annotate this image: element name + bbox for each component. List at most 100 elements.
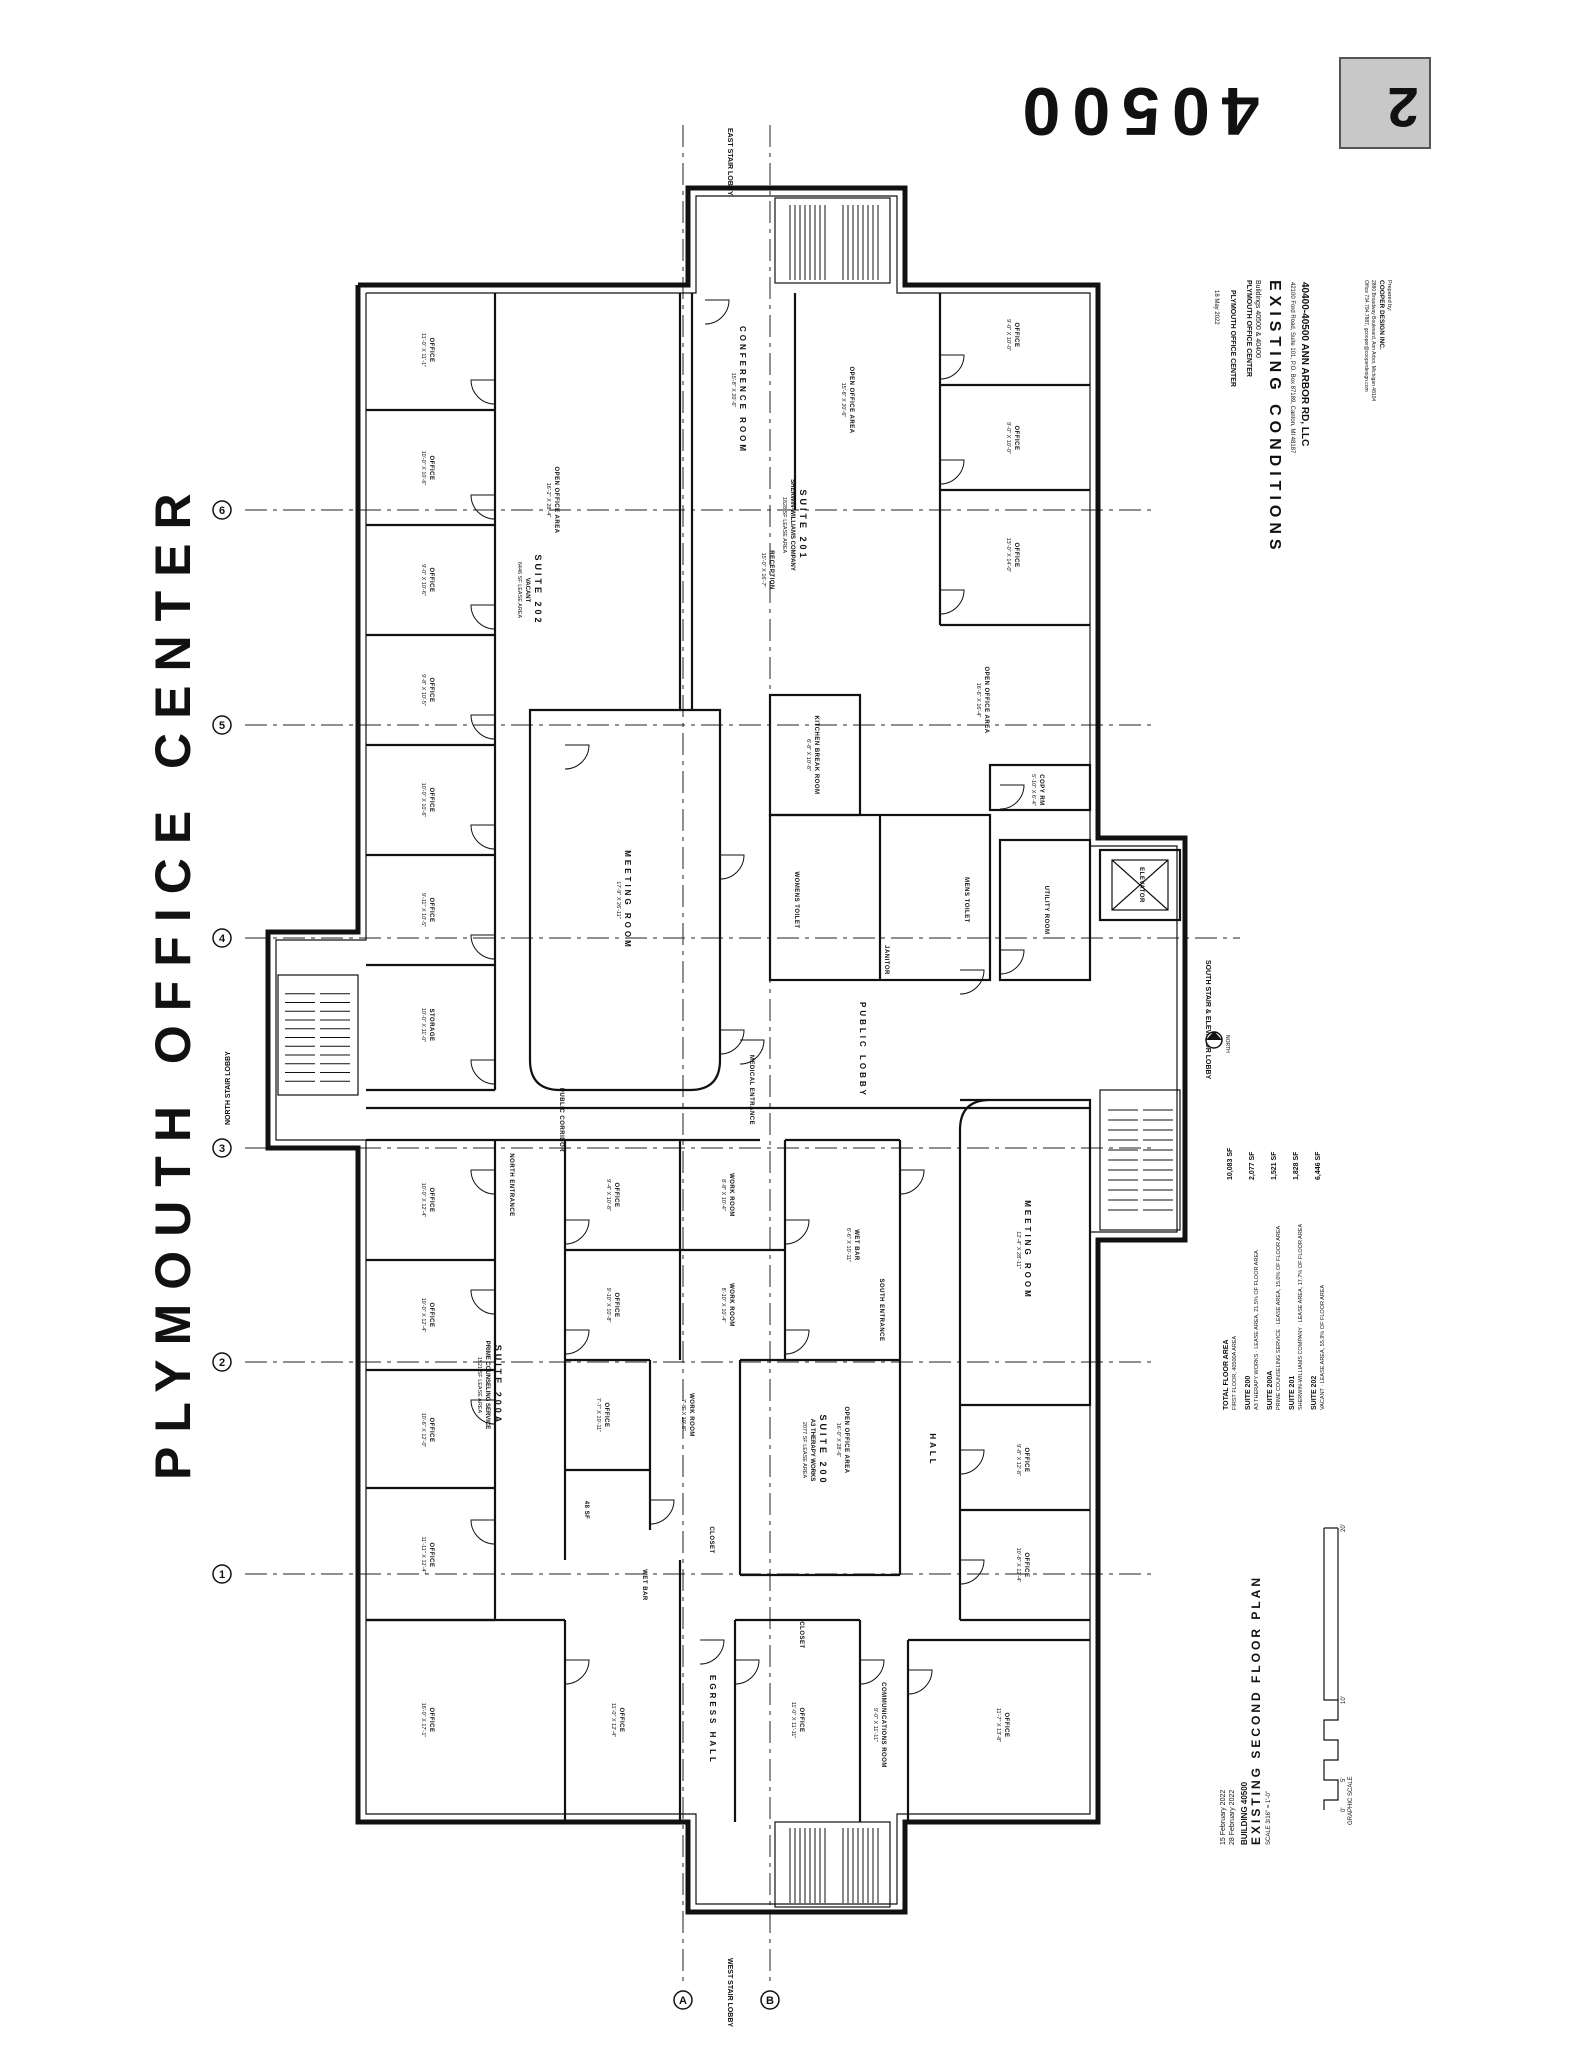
svg-text:A: A — [679, 1995, 687, 2007]
room-dimensions: 9'-8" X 12'-8" — [1015, 1444, 1021, 1476]
room-dimensions: 11'-0" X 12'-4" — [610, 1703, 616, 1737]
room-label: 48 SF — [583, 1501, 589, 1520]
area-summary-label: TOTAL FLOOR AREA — [1223, 1339, 1230, 1410]
door-swing — [939, 354, 965, 380]
door-swing — [704, 299, 730, 325]
area-summary-detail: SHERWIN-WILLIAMS COMPANY · LEASE AREA, 1… — [1298, 1224, 1304, 1410]
door-swing — [959, 1559, 985, 1585]
room-dimensions: 5'-10" X 6'-4" — [1030, 774, 1036, 806]
area-summary-detail: FIRST FLOOR, 40500A AREA — [1232, 1335, 1238, 1410]
room-name: OPEN OFFICE AREA — [848, 366, 854, 433]
room-name: OPEN OFFICE AREA — [983, 666, 989, 733]
door-swing — [999, 949, 1025, 975]
suite-tenant: A3 THERAPY WORKS — [809, 1419, 815, 1482]
room-dimensions: 13'-0" X 14'-0" — [1005, 538, 1011, 573]
door-swing — [939, 459, 965, 485]
room-dimensions: 16'-2" X 28'-4" — [545, 483, 551, 518]
room-label: COPY RM5'-10" X 6'-4" — [1030, 774, 1044, 806]
interior-walls — [366, 293, 1092, 1822]
graphic-scale: GRAPHIC SCALE 0' 5' 10' 20' — [1323, 1524, 1354, 1825]
room-label: UTILITY ROOM — [1043, 886, 1049, 935]
room-dimensions: 9'-0" X 10'-0" — [1005, 319, 1011, 351]
room-dimensions: 9'-0" X 11'-11" — [872, 1708, 878, 1742]
room-name: OFFICE — [1013, 426, 1019, 451]
room-name: MENS TOILET — [963, 877, 969, 923]
svg-text:42100 Ford Road, Suite 101, P.: 42100 Ford Road, Suite 101, P.O. Box 871… — [1289, 282, 1295, 454]
room-name: OFFICE — [428, 678, 434, 703]
room-dimensions: 16'-0" X 17'-1" — [420, 1703, 426, 1738]
title-block-main: PLYMOUTH OFFICE CENTER Buildings 40500 &… — [1245, 280, 1261, 377]
room-dimensions: 6'-6" X 10'-11" — [845, 1228, 851, 1262]
svg-text:COOPER DESIGN INC.: COOPER DESIGN INC. — [1378, 280, 1385, 350]
room-name: WORK ROOM — [688, 1393, 694, 1437]
suite-area: 1521 SF LEASE AREA — [476, 1357, 482, 1414]
room-dimensions: 10'-0" X 12'-4" — [420, 1183, 426, 1218]
area-summary-value: 6,446 SF — [1315, 1151, 1322, 1180]
room-name: OFFICE — [603, 1403, 609, 1428]
door-swing — [564, 1329, 590, 1355]
door-swing — [470, 1399, 496, 1425]
area-summary-label: SUITE 202 — [1311, 1376, 1318, 1410]
suite-tenant: SHERWIN-WILLIAMS COMPANY — [789, 479, 795, 571]
svg-text:3: 3 — [219, 1143, 225, 1155]
south-stair — [1099, 1089, 1181, 1231]
room-name: OFFICE — [428, 568, 434, 593]
door-swing — [734, 1659, 760, 1685]
building-number: 40500 — [1010, 73, 1259, 149]
door-swing — [470, 604, 496, 630]
room-name: CLOSET — [708, 1526, 714, 1553]
area-summary-value: 1,828 SF — [1293, 1151, 1300, 1180]
room-name: MEETING ROOM — [623, 850, 632, 950]
room-dimensions: 17'-9" X 26'-11" — [615, 881, 621, 918]
room-label: WOMENS TOILET — [793, 871, 799, 928]
area-summary-detail: VACANT · LEASE AREA, 55.9% OF FLOOR AREA — [1320, 1285, 1326, 1410]
west-stair — [774, 1821, 891, 1908]
title-heading: EXISTING CONDITIONS — [1266, 280, 1283, 555]
room-label: MENS TOILET — [963, 877, 969, 923]
room-name: HALL — [928, 1433, 937, 1466]
title-project-name: PLYMOUTH OFFICE CENTER — [1245, 280, 1252, 377]
grid-lines — [245, 125, 1240, 1985]
room-name: OFFICE — [428, 338, 434, 363]
svg-text:5: 5 — [219, 720, 225, 732]
room-dimensions: 9'-4" X 10'-8" — [605, 1179, 611, 1211]
room-name: STORAGE — [428, 1008, 434, 1041]
door-swing — [719, 854, 745, 880]
room-dimensions: 9'-0" X 10'-6" — [420, 564, 426, 596]
room-name: WET BAR — [853, 1229, 859, 1261]
door-swing — [470, 494, 496, 520]
room-name: OFFICE — [1023, 1448, 1029, 1473]
room-name: OFFICE — [428, 1708, 434, 1733]
door-swing — [564, 1219, 590, 1245]
building-label: BUILDING 40500 — [1240, 1781, 1249, 1845]
room-dimensions: 11'-7" X 13'-8" — [995, 1708, 1001, 1742]
room-dimensions: 10'-0" X 12'-4" — [420, 1298, 426, 1333]
room-name: OFFICE — [428, 456, 434, 481]
title-buildings: Buildings 40500 & 40400 — [1254, 280, 1261, 358]
room-dimensions: 8'-8" X 10'-4" — [720, 1179, 726, 1211]
room-label: ELEVATOR — [1138, 867, 1144, 903]
drawing-scale: SCALE 3/16" = 1'-0" — [1266, 1791, 1272, 1845]
title-firm: Prepared by: COOPER DESIGN INC. 2880 Bro… — [1363, 280, 1392, 401]
room-label: NORTH ENTRANCE — [508, 1153, 514, 1216]
area-summary-label: SUITE 200 — [1245, 1376, 1252, 1410]
sheet-number-box — [1339, 57, 1431, 149]
svg-text:B: B — [766, 1995, 774, 2007]
room-name: CLOSET — [798, 1621, 804, 1648]
svg-text:2880 Broadway Boulevard, Ann A: 2880 Broadway Boulevard, Ann Arbor, Mich… — [1370, 280, 1376, 401]
room-label: SOUTH ENTRANCE — [878, 1278, 884, 1341]
svg-text:Prepared by:: Prepared by: — [1386, 280, 1392, 312]
room-dimensions: 6'-8" X 10'-8" — [805, 739, 811, 771]
room-dimensions: 15'-0" X 16'-7" — [760, 553, 766, 588]
